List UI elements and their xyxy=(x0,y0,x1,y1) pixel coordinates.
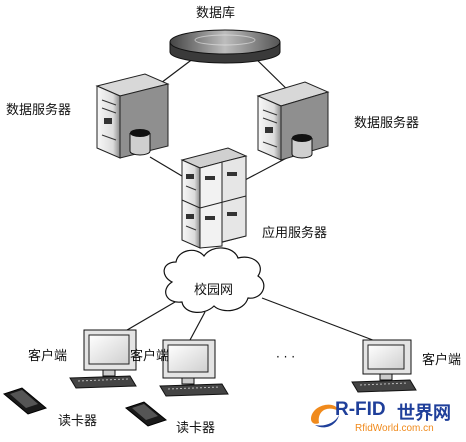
campus-network-label: 校园网 xyxy=(194,283,234,298)
client-computer-3-icon xyxy=(351,339,417,393)
card-reader-1-icon xyxy=(2,387,48,415)
card-reader-2-icon xyxy=(124,401,168,427)
card-reader-1-label: 读卡器 xyxy=(58,414,98,429)
more-clients-ellipsis: · · · xyxy=(276,350,296,364)
client-2-label: 客户端 xyxy=(130,349,170,364)
database-label: 数据库 xyxy=(196,6,236,21)
data-server-left-icon xyxy=(95,73,170,159)
card-reader-2-label: 读卡器 xyxy=(176,421,216,436)
application-server-icon xyxy=(180,147,248,249)
database-icon xyxy=(169,29,281,64)
watermark-brand-cn: 世界网 xyxy=(397,403,451,424)
client-computer-1-icon xyxy=(69,329,137,389)
rfidworld-watermark-logo: R-FID 世界网 RfidWorld.com.cn xyxy=(305,395,465,439)
watermark-brand: R-FID xyxy=(335,399,386,420)
rfid-swirl-icon xyxy=(311,404,339,428)
data-server-right-label: 数据服务器 xyxy=(354,116,420,131)
campus-network-cloud-icon xyxy=(163,247,265,313)
watermark-site: RfidWorld.com.cn xyxy=(355,423,434,434)
client-1-label: 客户端 xyxy=(28,349,68,364)
link-network-client-3 xyxy=(261,297,379,343)
data-server-right-icon xyxy=(256,81,330,161)
data-server-left-label: 数据服务器 xyxy=(6,103,72,118)
client-computer-2-icon xyxy=(159,339,229,397)
app-server-label: 应用服务器 xyxy=(262,226,328,241)
link-network-client-2 xyxy=(189,311,206,341)
client-3-label: 客户端 xyxy=(422,353,462,368)
